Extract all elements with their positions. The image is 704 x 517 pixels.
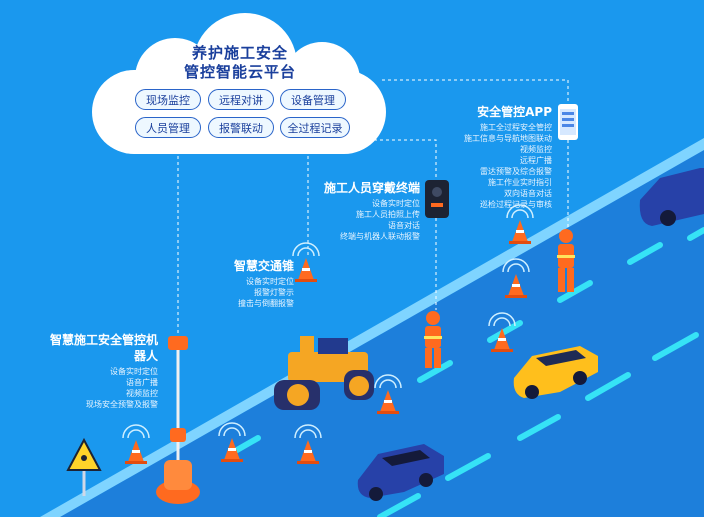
traffic-cones — [122, 204, 534, 464]
traffic-cone-icon — [292, 242, 320, 282]
robot-feature-block: 智慧施工安全管控机器人 设备实时定位 语音广播 视频监控 现场安全预警及报警 — [40, 332, 158, 410]
module-personnel-management[interactable]: 人员管理 — [135, 117, 201, 138]
traffic-cone-icon — [488, 312, 516, 352]
list-item: 施工作业实时指引 — [488, 178, 552, 187]
traffic-cone-icon — [122, 424, 150, 464]
list-item: 终端与机器人联动报警 — [340, 232, 420, 241]
robot-feature-list: 设备实时定位 语音广播 视频监控 现场安全预警及报警 — [40, 366, 158, 410]
robot-title: 智慧施工安全管控机器人 — [49, 333, 158, 363]
cone-feature-block: 智慧交通锥 设备实时定位 报警灯警示 撞击与倒翻报警 — [218, 258, 294, 309]
list-item: 巡检过程记录与审核 — [480, 200, 552, 209]
app-title: 安全管控APP — [477, 105, 552, 119]
road-roller-icon — [274, 336, 374, 410]
list-item: 雷达预警及综合报警 — [480, 167, 552, 176]
list-item: 报警灯警示 — [254, 288, 294, 297]
car-icon — [639, 168, 704, 226]
cone-feature-list: 设备实时定位 报警灯警示 撞击与倒翻报警 — [218, 276, 294, 309]
wearable-terminal-icon — [425, 180, 449, 218]
signal-wave-icon — [292, 242, 320, 257]
signal-wave-icon — [506, 204, 534, 219]
connector-lines — [177, 79, 569, 335]
app-feature-list: 施工全过程安全管控 施工信息与导航地图联动 视频监控 远程广播 雷达预警及综合报… — [440, 122, 552, 210]
list-item: 施工人员拍照上传 — [356, 210, 420, 219]
platform-title-line1: 养护施工安全 — [191, 44, 288, 62]
traffic-cone-icon — [374, 374, 402, 414]
signal-wave-icon — [294, 424, 322, 439]
worker-icon — [557, 229, 575, 292]
road-side-strip — [40, 138, 704, 517]
list-item: 施工信息与导航地图联动 — [464, 134, 552, 143]
robot-icon — [156, 336, 200, 504]
list-item: 视频监控 — [520, 145, 552, 154]
signal-wave-icon — [374, 374, 402, 389]
traffic-cone-icon — [218, 422, 246, 462]
list-item: 设备实时定位 — [246, 277, 294, 286]
signal-wave-icon — [502, 258, 530, 273]
traffic-cone-icon — [294, 424, 322, 464]
car-icon — [513, 346, 598, 399]
list-item: 远程广播 — [520, 156, 552, 165]
list-item: 撞击与倒翻报警 — [238, 299, 294, 308]
platform-title-line2: 管控智能云平台 — [183, 63, 296, 81]
module-alarm-linkage[interactable]: 报警联动 — [208, 117, 274, 138]
platform-title: 养护施工安全 管控智能云平台 — [150, 44, 330, 82]
list-item: 视频监控 — [126, 389, 158, 398]
cone-title: 智慧交通锥 — [233, 259, 294, 273]
worker-icon — [424, 311, 442, 368]
car-icon — [357, 444, 444, 501]
module-full-process-record[interactable]: 全过程记录 — [280, 117, 350, 138]
roadwork-sign-icon — [66, 437, 102, 496]
list-item: 设备实时定位 — [372, 199, 420, 208]
module-remote-intercom[interactable]: 远程对讲 — [208, 89, 274, 110]
list-item: 现场安全预警及报警 — [86, 400, 158, 409]
module-live-monitoring[interactable]: 现场监控 — [135, 89, 201, 110]
list-item: 施工全过程安全管控 — [480, 123, 552, 132]
traffic-cone-icon — [506, 204, 534, 244]
list-item: 双向语音对话 — [504, 189, 552, 198]
wearable-feature-block: 施工人员穿戴终端 设备实时定位 施工人员拍照上传 语音对话 终端与机器人联动报警 — [310, 180, 420, 242]
wearable-feature-list: 设备实时定位 施工人员拍照上传 语音对话 终端与机器人联动报警 — [310, 198, 420, 242]
module-device-management[interactable]: 设备管理 — [280, 89, 346, 110]
app-feature-block: 安全管控APP 施工全过程安全管控 施工信息与导航地图联动 视频监控 远程广播 … — [440, 104, 552, 210]
list-item: 语音广播 — [126, 378, 158, 387]
phone-icon — [558, 104, 578, 140]
signal-wave-icon — [122, 424, 150, 439]
traffic-cone-icon — [502, 258, 530, 298]
wearable-title: 施工人员穿戴终端 — [323, 181, 420, 195]
list-item: 语音对话 — [388, 221, 420, 230]
list-item: 设备实时定位 — [110, 367, 158, 376]
signal-wave-icon — [488, 312, 516, 327]
signal-wave-icon — [218, 422, 246, 437]
